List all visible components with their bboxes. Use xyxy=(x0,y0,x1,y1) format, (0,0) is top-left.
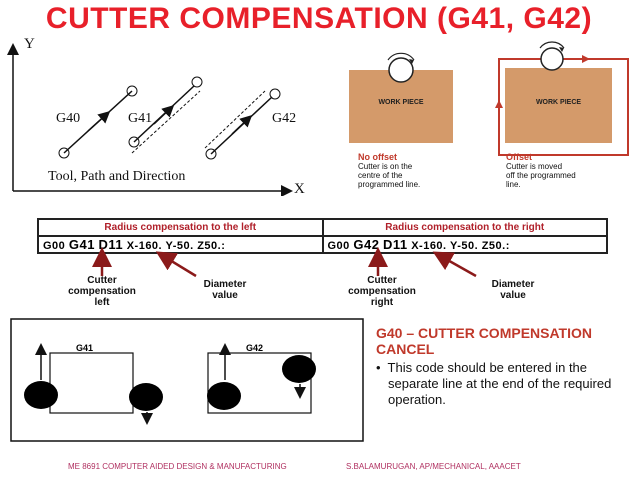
cutter-comp-left-label: Cutter compensation left xyxy=(40,275,164,308)
annotation-arrows xyxy=(92,247,477,278)
label-line: value xyxy=(212,290,238,301)
no-offset-line: centre of the xyxy=(358,171,403,180)
left-header: Radius compensation to the left xyxy=(37,218,324,237)
label-line: value xyxy=(500,290,526,301)
label-line: compensation xyxy=(68,286,136,297)
code-part: G00 xyxy=(327,240,354,252)
label-line: Cutter xyxy=(367,275,397,286)
workpiece-offset: WORK PIECE xyxy=(505,68,612,143)
g41-label: G41 xyxy=(128,111,153,126)
g42-end-circle xyxy=(269,88,281,100)
label-line: right xyxy=(370,297,394,308)
g42-programmed-path xyxy=(204,90,266,149)
g40-description: G40 – CUTTER COMPENSATION CANCEL • This … xyxy=(376,325,626,408)
code-part: X-160. Y-50. Z50.: xyxy=(123,240,226,252)
y-axis-label: Y xyxy=(24,36,35,52)
g41-box-label: G41 xyxy=(76,343,94,353)
offset-line: off the programmed xyxy=(506,171,576,180)
footer-course: ME 8691 COMPUTER AIDED DESIGN & MANUFACT… xyxy=(68,462,287,471)
code-part: G00 xyxy=(43,240,69,252)
no-offset-note: No offset Cutter is on the centre of the… xyxy=(358,152,420,189)
code-g41: G41 xyxy=(68,237,95,252)
g41-start-circle xyxy=(128,136,140,148)
cutter-comp-right-label: Cutter compensation right xyxy=(320,275,444,308)
diameter-left-label: Diameter value xyxy=(180,279,270,301)
g40-label: G40 xyxy=(56,111,81,126)
diameter-right-label: Diameter value xyxy=(468,279,558,301)
x-axis-label: X xyxy=(294,181,305,197)
g41-programmed-path xyxy=(131,90,201,154)
g41-g42-diagram xyxy=(10,318,364,442)
g41-direction-arrow xyxy=(153,104,175,125)
g40-bullet: • This code should be entered in the sep… xyxy=(376,360,612,407)
footer-author: S.BALAMURUGAN, AP/MECHANICAL, AAACET xyxy=(346,462,521,471)
offset-line: Cutter is moved xyxy=(506,162,563,171)
offset-path xyxy=(495,41,629,156)
right-header: Radius compensation to the right xyxy=(321,218,608,237)
no-offset-title: No offset xyxy=(358,152,397,162)
page-title: CUTTER COMPENSATION (G41, G42) xyxy=(45,2,593,35)
offset-line: line. xyxy=(506,180,521,189)
label-line: Diameter xyxy=(203,279,247,290)
label-line: Diameter xyxy=(491,279,535,290)
offset-title: Offset xyxy=(506,152,533,162)
tool-path-diagram xyxy=(6,43,293,196)
code-d11: D11 xyxy=(383,237,408,252)
code-part: X-160. Y-50. Z50.: xyxy=(407,240,510,252)
g42-label: G42 xyxy=(272,111,297,126)
cutter-no-offset xyxy=(387,52,415,83)
workpiece-no-offset: WORK PIECE xyxy=(349,70,453,143)
g40-bullet-text: This code should be entered in the separ… xyxy=(387,360,612,407)
g42-start-circle xyxy=(205,148,217,160)
no-offset-line: Cutter is on the xyxy=(358,162,413,171)
g40-start-circle xyxy=(58,147,70,159)
g41-end-circle xyxy=(191,76,203,88)
label-line: compensation xyxy=(348,286,416,297)
g40-end-circle xyxy=(126,85,138,97)
right-code: G00 G42 D11 X-160. Y-50. Z50.: xyxy=(321,235,608,254)
g42-box-label: G42 xyxy=(246,343,264,353)
label-line: Cutter xyxy=(87,275,117,286)
offset-note: Offset Cutter is moved off the programme… xyxy=(506,152,576,189)
label-line: left xyxy=(94,297,110,308)
g40-heading: G40 – CUTTER COMPENSATION CANCEL xyxy=(376,325,592,357)
g40-direction-arrow xyxy=(87,110,111,132)
no-offset-line: programmed line. xyxy=(358,180,421,189)
diagram-caption: Tool, Path and Direction xyxy=(48,169,186,184)
command-table: Radius compensation to the left Radius c… xyxy=(37,218,608,254)
g42-direction-arrow xyxy=(231,114,253,135)
